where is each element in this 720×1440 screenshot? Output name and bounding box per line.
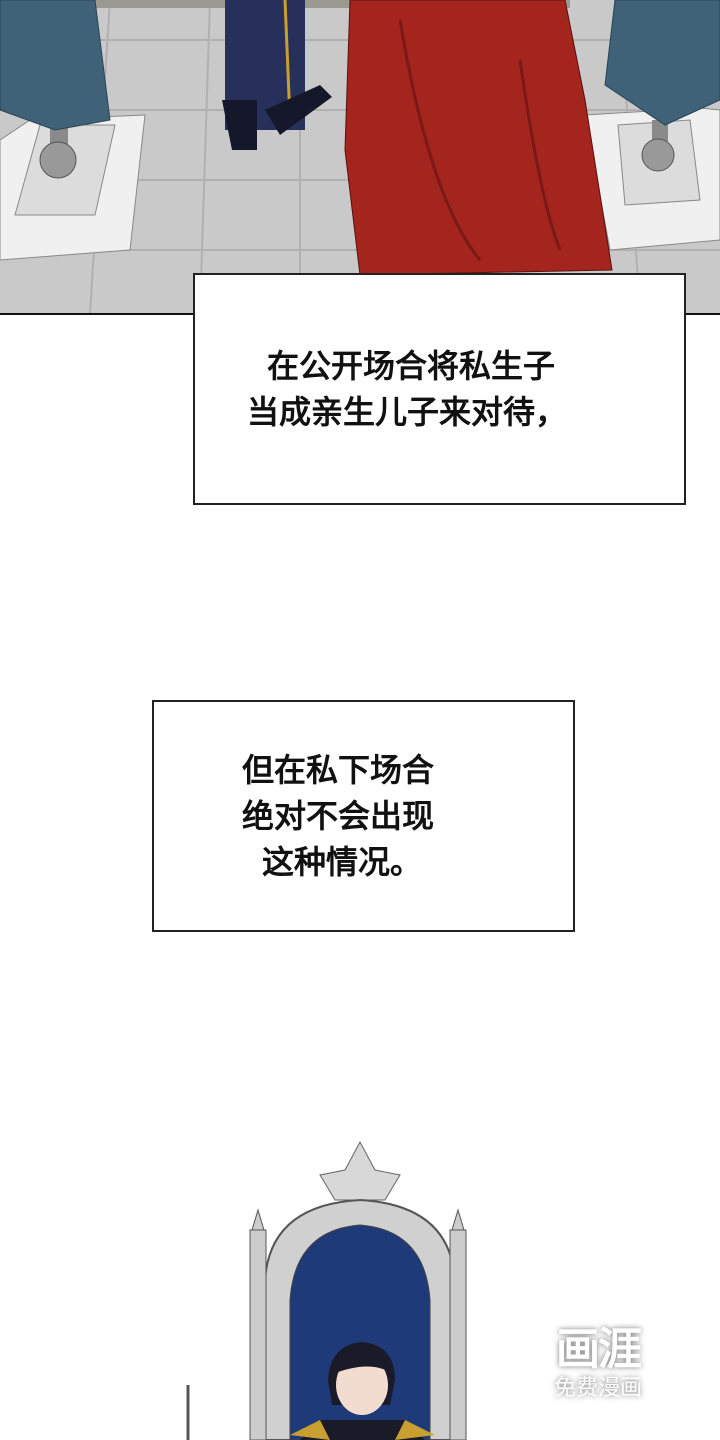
watermark-logo: 画涯 免费漫画	[538, 1325, 658, 1403]
caption-line: 但在私下场合	[242, 751, 435, 789]
narration-box-2: 但在私下场合 绝对不会出现 这种情况。	[152, 700, 575, 932]
caption-line: 当成亲生儿子来对待，	[247, 393, 568, 431]
watermark-brand: 画涯	[556, 1324, 642, 1375]
throne-illustration	[186, 1140, 467, 1440]
comic-panel-courtyard	[0, 0, 720, 315]
comic-panel-throne	[0, 1130, 720, 1440]
narration-box-1: 在公开场合将私生子 当成亲生儿子来对待，	[193, 273, 686, 505]
courtyard-illustration	[0, 0, 720, 313]
caption-line: 绝对不会出现	[242, 797, 435, 835]
caption-line: 在公开场合将私生子	[267, 347, 556, 385]
caption-line: 这种情况。	[262, 843, 423, 881]
watermark-subtitle: 免费漫画	[553, 1376, 642, 1401]
